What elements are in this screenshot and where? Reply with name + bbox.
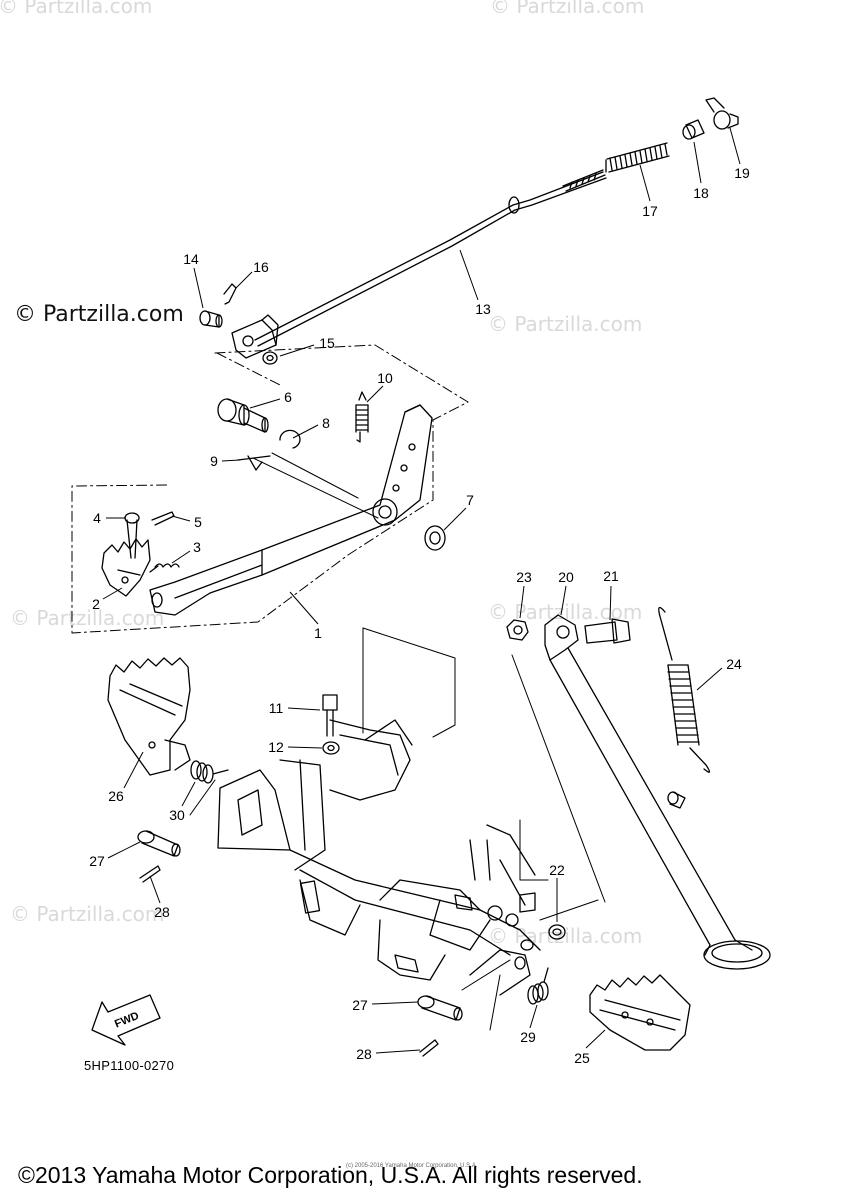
footrest-pin-left — [138, 831, 180, 856]
callout-24: 24 — [726, 656, 742, 672]
callout-14: 14 — [183, 251, 199, 267]
callout-11: 11 — [268, 700, 284, 716]
sidestand — [545, 615, 770, 969]
callout-19: 19 — [734, 165, 750, 181]
callout-8: 8 — [322, 415, 330, 431]
frame — [218, 720, 540, 995]
leader-lines — [190, 453, 605, 1030]
right-footrest — [590, 975, 690, 1050]
fine-print: (c) 2005-2016 Yamaha Motor Corporation, … — [346, 1163, 478, 1169]
callout-27a: 27 — [89, 853, 105, 869]
callout-18: 18 — [693, 185, 709, 201]
pin — [238, 456, 270, 470]
sidestand-bolt — [585, 619, 630, 643]
group-boundary — [72, 345, 468, 633]
watermark: © Partzilla.com — [490, 0, 645, 18]
cotter-right — [420, 1040, 438, 1056]
bolt — [323, 695, 337, 736]
callout-13: 13 — [475, 301, 491, 317]
watermark: © Partzilla.com — [0, 0, 153, 18]
watermark: © Partzilla.com — [10, 606, 165, 630]
adjuster-collar — [683, 120, 704, 139]
brake-pedal — [150, 405, 432, 615]
copyright-footer: ©2013 Yamaha Motor Corporation, U.S.A. A… — [18, 1162, 643, 1188]
callout-4: 4 — [93, 510, 101, 526]
callout-27b: 27 — [352, 997, 368, 1013]
circlip — [280, 430, 300, 448]
callout-17: 17 — [642, 203, 658, 219]
callout-6: 6 — [284, 389, 292, 405]
callout-9: 9 — [210, 453, 218, 469]
callout-21: 21 — [603, 568, 619, 584]
callout-28a: 28 — [154, 904, 170, 920]
callout-29: 29 — [520, 1029, 536, 1045]
left-footrest — [108, 658, 190, 775]
brake-rod — [232, 170, 606, 358]
callout-16: 16 — [253, 259, 269, 275]
sidestand-nut — [507, 620, 528, 640]
wing-nut — [706, 98, 738, 129]
callout-12: 12 — [268, 739, 284, 755]
watermark: © Partzilla.com — [488, 924, 643, 948]
tip-spring — [150, 564, 179, 572]
callout-3: 3 — [193, 539, 201, 555]
collar — [549, 925, 565, 939]
callout-15: 15 — [319, 335, 335, 351]
callout-1: 1 — [314, 625, 322, 641]
callout-22: 22 — [549, 862, 565, 878]
callout-20: 20 — [558, 569, 574, 585]
callout-28b: 28 — [356, 1046, 372, 1062]
callout-2: 2 — [92, 596, 100, 612]
return-spring — [356, 392, 368, 442]
brand-watermark: © Partzilla.com — [14, 302, 184, 327]
callout-25: 25 — [574, 1050, 590, 1066]
callout-26: 26 — [108, 788, 124, 804]
pedal-tip — [102, 539, 150, 596]
fwd-arrow-icon — [92, 995, 160, 1045]
callout-23: 23 — [516, 569, 532, 585]
watermark: © Partzilla.com — [10, 902, 165, 926]
callout-7: 7 — [466, 492, 474, 508]
sidestand-spring — [659, 608, 710, 773]
clevis-pin — [200, 311, 222, 327]
spring-pin — [668, 792, 685, 808]
callout-30: 30 — [169, 807, 185, 823]
pivot-shaft — [218, 399, 268, 432]
watermark: © Partzilla.com — [488, 312, 643, 336]
diagram-code: 5HP1100-0270 — [84, 1058, 175, 1073]
callout-5: 5 — [194, 514, 202, 530]
rod-spring — [606, 143, 669, 172]
tip-cotter — [152, 512, 174, 525]
washer — [263, 352, 277, 364]
footrest-spring-right — [528, 968, 548, 1004]
nut — [323, 742, 339, 754]
cotter-left — [140, 866, 160, 882]
footrest-spring-left — [191, 761, 228, 783]
callout-10: 10 — [377, 370, 393, 386]
pedal-washer — [425, 526, 445, 550]
